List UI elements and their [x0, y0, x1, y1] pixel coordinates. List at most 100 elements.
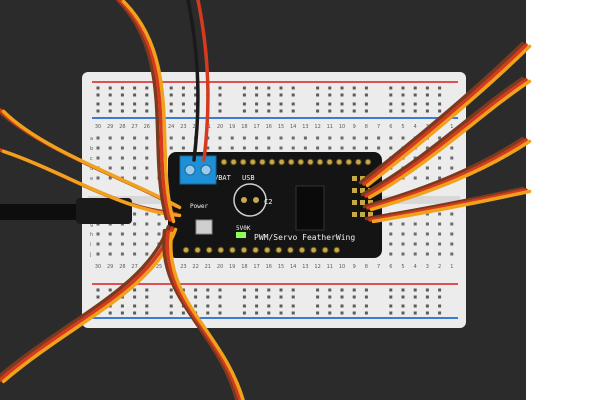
header-pin	[230, 158, 237, 166]
servo-wire-right	[369, 139, 532, 212]
reset-button	[195, 219, 213, 235]
header-pin	[316, 158, 324, 166]
servo-wire-right	[360, 76, 525, 197]
header-pin	[268, 158, 276, 166]
column-number-bottom: 20	[217, 264, 223, 270]
column-number-bottom: 3	[426, 264, 429, 270]
power-wire-red	[196, 0, 210, 162]
column-number-top: 27	[131, 124, 137, 130]
header-pin	[252, 246, 259, 254]
column-number-top: 30	[95, 124, 101, 130]
column-number-top: 11	[327, 124, 333, 130]
servo-wire-right	[365, 44, 532, 188]
column-number-bottom: 7	[377, 264, 380, 270]
servo-header-pin	[352, 188, 357, 193]
header-pins-bottom	[182, 246, 341, 254]
column-number-top: 8	[365, 124, 368, 130]
label-cap: C2	[264, 198, 272, 206]
row-letter: g	[90, 222, 93, 228]
row-letter: j	[89, 252, 91, 258]
row-letter: h	[90, 232, 93, 238]
column-number-bottom: 25	[156, 264, 162, 270]
servo-wire-left	[0, 226, 174, 382]
servo-wire-right	[367, 79, 532, 200]
label-vbat: VBAT	[214, 174, 232, 182]
column-number-top: 1	[450, 124, 453, 130]
row-letter: d	[90, 166, 93, 172]
header-pin	[364, 158, 372, 166]
column-number-bottom: 1	[450, 264, 453, 270]
column-number-top: 20	[217, 124, 223, 130]
servo-wire-left	[118, 0, 172, 222]
servo-header-pin	[368, 212, 373, 217]
column-number-bottom: 5	[401, 264, 404, 270]
header-pin	[355, 158, 362, 166]
column-number-top: 17	[253, 124, 259, 130]
column-number-bottom: 27	[131, 264, 137, 270]
servo-wire-right	[366, 138, 528, 210]
column-number-bottom: 2	[438, 264, 441, 270]
column-number-top: 10	[339, 124, 345, 130]
white-margin	[526, 0, 600, 400]
column-number-bottom: 23	[180, 264, 186, 270]
column-number-bottom: 8	[365, 264, 368, 270]
servo-header-pin	[360, 188, 365, 193]
servo-wire-left	[115, 0, 169, 221]
servo-header-pin	[352, 176, 357, 181]
column-number-top: 7	[377, 124, 380, 130]
column-number-top: 6	[389, 124, 392, 130]
servo-wire-right	[368, 188, 528, 222]
column-number-bottom: 30	[95, 264, 101, 270]
column-number-bottom: 29	[107, 264, 113, 270]
column-number-top: 24	[168, 124, 174, 130]
servo-header-pin	[360, 176, 365, 181]
header-pin	[194, 246, 201, 254]
servo-wire-right	[364, 186, 525, 221]
column-number-top: 5	[401, 124, 404, 130]
column-number-top: 9	[353, 124, 356, 130]
header-pin	[310, 246, 317, 254]
column-number-bottom: 15	[278, 264, 284, 270]
servo-wire-left	[0, 224, 171, 378]
servo-wire-right	[362, 136, 525, 209]
header-pin	[263, 246, 271, 254]
column-number-top: 4	[414, 124, 417, 130]
column-number-top: 29	[107, 124, 113, 130]
column-number-bottom: 6	[389, 264, 392, 270]
header-pin	[298, 246, 306, 254]
header-pin	[321, 246, 329, 254]
column-number-bottom: 28	[119, 264, 125, 270]
header-pin	[287, 158, 295, 166]
column-number-bottom: 9	[353, 264, 356, 270]
board-title: PWM/Servo FeatherWing	[254, 233, 355, 242]
header-pin	[217, 246, 225, 254]
header-pin	[275, 246, 283, 254]
column-number-top: 15	[278, 124, 284, 130]
column-number-top: 23	[180, 124, 186, 130]
column-number-top: 18	[241, 124, 247, 130]
header-pin	[333, 246, 341, 254]
servo-wire-left	[165, 230, 242, 400]
header-pins-top	[220, 158, 372, 166]
header-pin	[205, 246, 213, 254]
row-letter: b	[90, 146, 93, 152]
column-number-bottom: 11	[327, 264, 333, 270]
terminal-block	[179, 155, 217, 185]
capacitor	[233, 183, 267, 217]
column-number-bottom: 16	[266, 264, 272, 270]
header-pin	[229, 246, 236, 254]
status-led	[236, 232, 246, 238]
servo-wire-right	[371, 189, 532, 224]
servo-header-pin	[352, 212, 357, 217]
column-number-bottom: 12	[314, 264, 320, 270]
header-pin	[249, 158, 257, 166]
column-number-top: 16	[266, 124, 272, 130]
header-pin	[259, 158, 266, 166]
column-number-bottom: 17	[253, 264, 259, 270]
header-pin	[240, 246, 248, 254]
usb-cable	[0, 198, 132, 224]
column-number-bottom: 10	[339, 264, 345, 270]
column-number-top: 19	[229, 124, 235, 130]
